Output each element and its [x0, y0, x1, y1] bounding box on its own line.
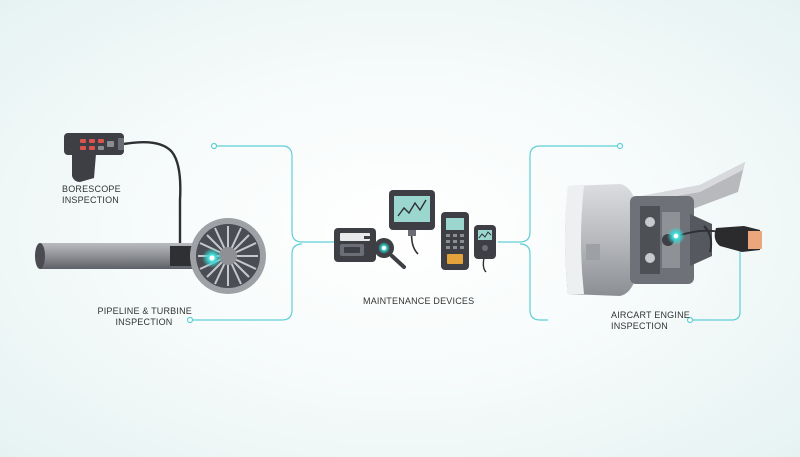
connector-left-top — [214, 145, 334, 243]
borescope-gun-icon — [64, 133, 211, 260]
label-maintenance-line1: MAINTENANCE DEVICES — [363, 296, 475, 306]
connector-dots — [186, 142, 694, 324]
engine-probe-glow-icon — [667, 227, 685, 245]
connector-left-bottom — [190, 243, 303, 321]
label-engine: AIRCART ENGINE INSPECTION — [611, 310, 690, 332]
label-engine-line2: INSPECTION — [611, 321, 669, 331]
label-pipeline-line1: PIPELINE & TURBINE — [97, 306, 192, 316]
label-engine-line1: AIRCART ENGINE — [611, 310, 690, 320]
gloved-hand-icon — [714, 226, 762, 252]
monitor-device-icon — [389, 190, 435, 255]
aircraft-engine-icon — [565, 162, 745, 296]
label-borescope: BORESCOPE INSPECTION — [62, 184, 121, 206]
label-pipeline: PIPELINE & TURBINE INSPECTION — [96, 306, 192, 328]
connector-right-bottom — [519, 243, 548, 321]
label-borescope-line1: BORESCOPE — [62, 184, 121, 194]
turbine-icon — [190, 218, 266, 294]
meter-device-icon — [474, 225, 496, 273]
label-borescope-line2: INSPECTION — [62, 195, 120, 205]
pipeline-icon — [35, 243, 210, 269]
handheld-device-icon — [334, 228, 376, 262]
connector-lines — [190, 145, 741, 321]
connector-right-top — [498, 145, 620, 243]
magnifier-icon — [374, 238, 406, 269]
label-pipeline-line2: INSPECTION — [115, 317, 173, 327]
tester-device-icon — [441, 212, 469, 270]
connector-engine-right — [690, 250, 741, 321]
label-maintenance: MAINTENANCE DEVICES — [363, 296, 474, 307]
probe-glow-icon — [202, 248, 222, 268]
